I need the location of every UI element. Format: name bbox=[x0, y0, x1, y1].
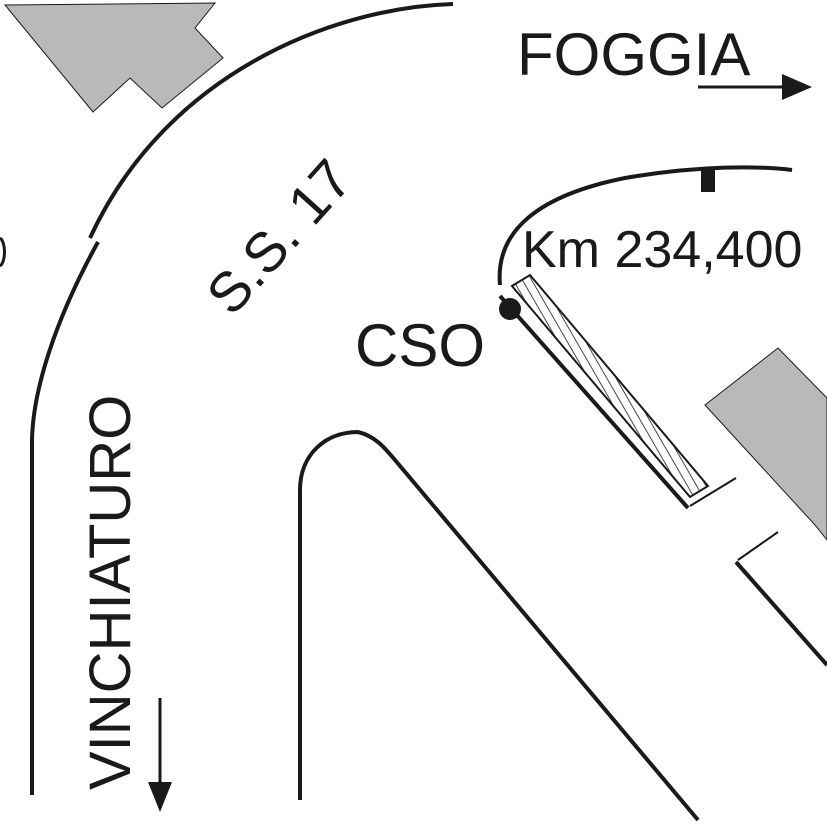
road-edge-inner bbox=[298, 429, 700, 822]
building-east bbox=[704, 347, 827, 541]
destination-east-label: FOGGIA bbox=[517, 21, 750, 88]
station-label: CSO bbox=[355, 312, 485, 379]
south-arrow-icon bbox=[148, 698, 172, 812]
destination-south-label: VINCHIATURO bbox=[78, 395, 143, 790]
road-name-label: S.S. 17 bbox=[194, 147, 364, 326]
km-marker-icon bbox=[701, 168, 715, 192]
curb-east-gap-upper bbox=[689, 477, 737, 507]
east-arrow-icon bbox=[698, 74, 812, 100]
station-marker-icon bbox=[499, 298, 521, 320]
edge-fragment bbox=[0, 236, 6, 268]
hatched-structure bbox=[510, 273, 710, 499]
building-northwest bbox=[3, 2, 224, 113]
road-edge-outer-lower bbox=[30, 241, 100, 795]
curb-east-upper bbox=[498, 294, 690, 510]
curb-east-lower bbox=[734, 560, 827, 667]
km-label: Km 234,400 bbox=[522, 221, 802, 279]
road-edge-outer bbox=[88, 2, 454, 239]
curb-northeast bbox=[497, 165, 793, 286]
curb-east-gap-lower bbox=[737, 531, 779, 561]
